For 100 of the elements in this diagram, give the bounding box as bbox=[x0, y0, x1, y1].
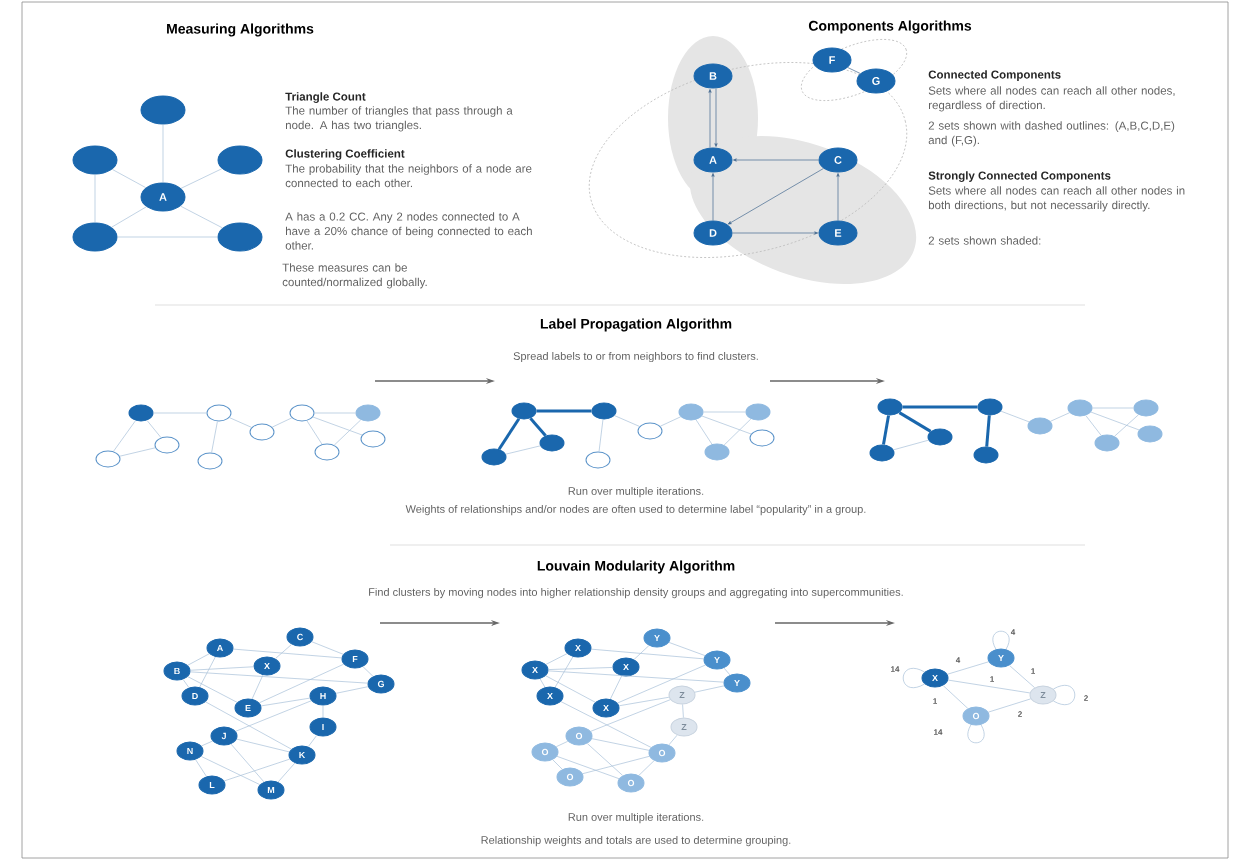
connector-line bbox=[967, 724, 985, 744]
connector-line bbox=[235, 700, 312, 732]
description-text: Sets where all nodes can reach all other nodes, regardless of direction. bbox=[928, 86, 1175, 112]
connector-line bbox=[638, 760, 655, 776]
graph-node: D bbox=[181, 686, 209, 706]
connector-line bbox=[113, 420, 136, 452]
connector-line bbox=[362, 666, 374, 677]
connector-line bbox=[119, 447, 156, 457]
description-text: The number of triangles that pass through a node. A has two triangles. bbox=[285, 106, 513, 132]
graph-node: A bbox=[140, 182, 186, 212]
connector-line bbox=[545, 675, 596, 703]
graph-node bbox=[154, 436, 180, 454]
arrow bbox=[733, 158, 819, 162]
graph-node bbox=[1133, 399, 1159, 417]
connector-line bbox=[548, 670, 724, 683]
graph-node: I bbox=[309, 717, 337, 737]
edge-label: 4 bbox=[954, 656, 962, 664]
graph-node: A bbox=[206, 638, 234, 658]
connector-line bbox=[1000, 410, 1030, 423]
graph-node: C bbox=[286, 627, 314, 647]
description-text: A has a 0.2 CC. Any 2 nodes connected to A have a 20% chance of being connected to each other. bbox=[285, 212, 532, 250]
graph-node: O bbox=[648, 743, 676, 763]
arrow bbox=[714, 88, 718, 147]
connector-line bbox=[223, 758, 291, 782]
connector-line bbox=[545, 653, 568, 665]
graph-node: O bbox=[556, 767, 584, 787]
description-text: 2 sets shown with dashed outlines: (A,B,C,D,E) and (F,G). bbox=[928, 121, 1175, 147]
connector-line bbox=[695, 419, 713, 445]
edge-label: 14 bbox=[932, 728, 944, 736]
graph-node bbox=[206, 404, 232, 422]
connector-line bbox=[1009, 665, 1035, 688]
graph-node: G bbox=[367, 674, 395, 694]
graph-node bbox=[637, 422, 663, 440]
connector-line bbox=[554, 656, 574, 688]
connector-line bbox=[251, 674, 264, 700]
subheading: Strongly Connected Components bbox=[928, 171, 1111, 182]
graph-node: M bbox=[257, 780, 285, 800]
graph-node: O bbox=[617, 773, 645, 793]
arrow bbox=[708, 89, 712, 148]
section-title: Components Algorithms bbox=[808, 20, 972, 34]
connector-line bbox=[230, 743, 265, 783]
arrow bbox=[727, 168, 824, 225]
subheading: Clustering Coefficient bbox=[285, 149, 405, 160]
connector-line bbox=[1085, 415, 1102, 436]
edge-label: 14 bbox=[889, 665, 901, 673]
graph-node: Z bbox=[668, 685, 696, 705]
graph-node: B bbox=[693, 63, 733, 89]
graph-node: C bbox=[818, 147, 858, 173]
connector-line bbox=[111, 206, 147, 228]
connector-line bbox=[180, 168, 223, 189]
connector-line bbox=[556, 756, 620, 780]
connector-line bbox=[199, 656, 216, 688]
graph-node: X bbox=[253, 656, 281, 676]
connector-line bbox=[548, 667, 613, 670]
connector-line bbox=[260, 697, 311, 707]
connector-line bbox=[555, 740, 569, 748]
arrow bbox=[732, 231, 818, 235]
graph-node: F bbox=[812, 47, 852, 73]
connector-line bbox=[505, 445, 541, 455]
graph-node: X bbox=[592, 698, 620, 718]
graph-node bbox=[511, 402, 537, 420]
connector-line bbox=[190, 666, 254, 671]
connector-line bbox=[187, 676, 238, 703]
connector-line bbox=[660, 416, 682, 427]
graph-node: Y bbox=[703, 650, 731, 670]
connector-line bbox=[1050, 412, 1070, 422]
arrow bbox=[836, 173, 840, 221]
connector-line bbox=[591, 648, 704, 660]
graph-node bbox=[1067, 399, 1093, 417]
graph-node bbox=[217, 222, 263, 252]
graph-node bbox=[1137, 425, 1163, 443]
connector-line bbox=[111, 169, 147, 188]
connector-line bbox=[598, 419, 604, 452]
graph-node bbox=[585, 451, 611, 469]
edge-label: 1 bbox=[931, 697, 939, 705]
connector-line bbox=[610, 675, 622, 700]
graph-node: D bbox=[693, 220, 733, 246]
connector-line bbox=[560, 701, 652, 748]
connector-line bbox=[205, 701, 292, 750]
connector-line bbox=[882, 415, 890, 445]
graph-node bbox=[745, 403, 771, 421]
connector-line bbox=[258, 663, 345, 704]
connector-line bbox=[590, 699, 671, 732]
graph-node: K bbox=[288, 745, 316, 765]
connector-line bbox=[902, 405, 978, 409]
graph-node bbox=[355, 404, 381, 422]
section-title: Measuring Algorithms bbox=[167, 23, 314, 37]
graph-node: X bbox=[564, 638, 592, 658]
connector-line bbox=[277, 762, 296, 783]
graph-node: O bbox=[531, 742, 559, 762]
connector-line bbox=[275, 644, 292, 659]
graph-node bbox=[140, 95, 186, 125]
graph-node: Y bbox=[987, 648, 1015, 668]
connector-line bbox=[992, 630, 1010, 650]
connector-line bbox=[1053, 684, 1076, 706]
graph-node bbox=[249, 423, 275, 441]
connector-line bbox=[195, 759, 207, 777]
connector-line bbox=[190, 671, 368, 684]
graph-node bbox=[360, 430, 386, 448]
connector-line bbox=[497, 417, 521, 451]
